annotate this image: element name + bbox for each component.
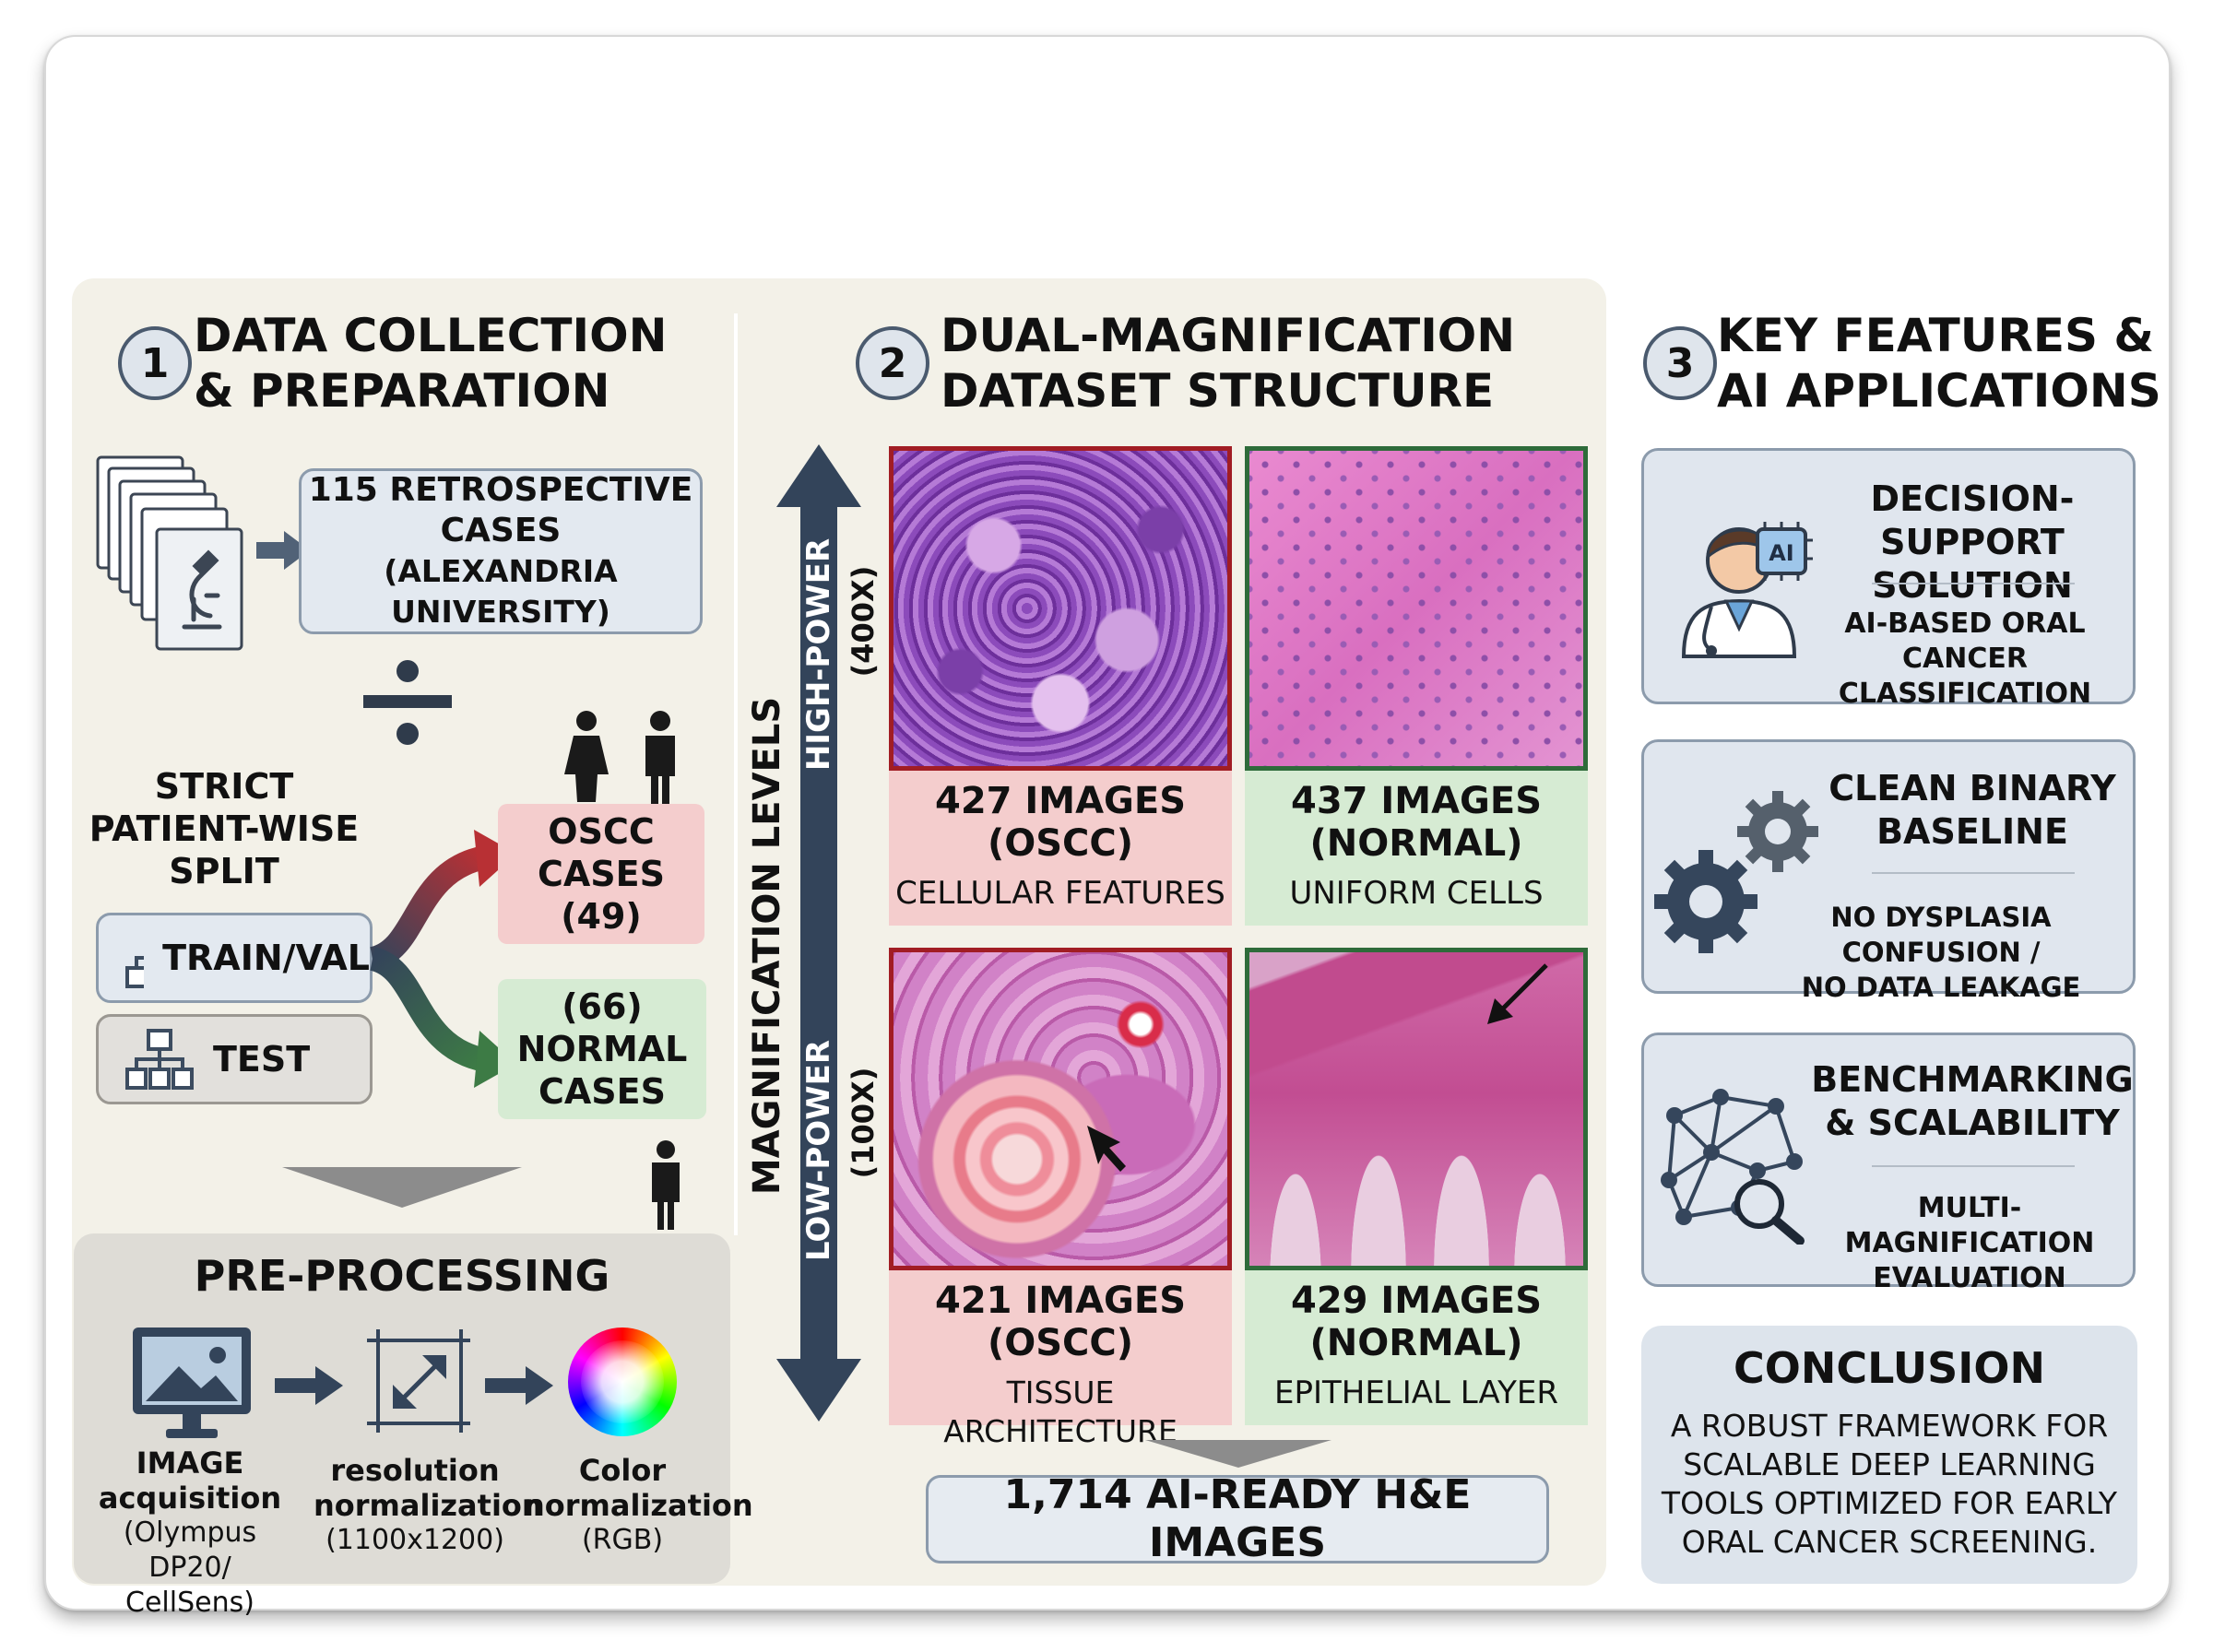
normal-low-caption: 429 IMAGES (NORMAL) EPITHELIAL LAYER — [1273, 1280, 1559, 1411]
oscc-low-caption: 421 IMAGES (OSCC) TISSUE ARCHITECTURE — [934, 1280, 1187, 1449]
section-2-number: 2 — [856, 326, 929, 400]
divide-icon — [363, 660, 452, 745]
section-1-title: DATA COLLECTION & PREPARATION — [194, 309, 668, 418]
patient-split-label: STRICT PATIENT-WISE SPLIT — [89, 766, 360, 891]
patient-icon — [652, 1140, 680, 1230]
feature-2-subtitle: NO DYSPLASIA CONFUSION / NO DATA LEAKAGE — [1801, 902, 2081, 1003]
step-resolution-normalization: resolution normalization (1100x1200) — [314, 1453, 543, 1556]
normal-high-power-image — [1245, 446, 1588, 771]
low-power-label: LOW-POWER — [800, 1039, 837, 1262]
arrow-right-icon — [275, 1366, 343, 1405]
test-box: TEST — [96, 1014, 373, 1104]
caption-bg-normal-high — [1245, 769, 1588, 926]
oscc-high-power-image — [889, 446, 1232, 771]
feature-benchmarking — [1641, 1032, 2136, 1287]
preprocessing-title: PRE-PROCESSING — [194, 1251, 610, 1301]
feature-2-separator — [1872, 872, 2075, 874]
section-3-title: KEY FEATURES & AI APPLICATIONS — [1717, 309, 2161, 418]
pointer-arrow-icon — [1087, 1126, 1126, 1172]
doctor-ai-icon: AI — [1681, 522, 1813, 658]
section-3-number: 3 — [1643, 326, 1717, 400]
feature-1-title: DECISION-SUPPORT SOLUTION — [1870, 478, 2075, 606]
feature-3-subtitle: MULTI-MAGNIFICATION EVALUATION — [1844, 1192, 2095, 1294]
flow-down-arrow — [282, 1167, 522, 1208]
color-wheel-icon — [568, 1328, 677, 1436]
split-arrows — [369, 830, 516, 1088]
feature-1-separator — [1872, 583, 2075, 584]
epithelium-pointer-arrow — [1487, 963, 1548, 1024]
high-zoom-label: (400X) — [846, 565, 881, 678]
section-1-number: 1 — [118, 326, 192, 400]
patients-icon — [564, 711, 675, 804]
gears-icon — [1654, 791, 1818, 953]
magnification-axis-arrow — [776, 444, 861, 1422]
high-power-label: HIGH-POWER — [800, 537, 837, 772]
feature-2-title: CLEAN BINARY BASELINE — [1828, 768, 2116, 852]
arrow-right-icon — [256, 531, 310, 570]
section-2-title: DUAL-MAGNIFICATION DATASET STRUCTURE — [941, 309, 1516, 418]
conclusion-title: CONCLUSION — [1734, 1343, 2045, 1393]
retrospective-cases-box: 115 RETROSPECTIVE CASES (ALEXANDRIA UNIV… — [299, 468, 703, 634]
section-divider — [734, 313, 738, 1235]
feature-clean-baseline — [1641, 739, 2136, 994]
normal-cases-box: (66) NORMAL CASES — [498, 979, 706, 1119]
arrow-right-icon — [485, 1366, 553, 1405]
oscc-low-power-image — [889, 948, 1232, 1270]
conclusion-text: A ROBUST FRAMEWORK FOR SCALABLE DEEP LEA… — [1661, 1408, 2118, 1560]
flow-down-arrow — [1145, 1440, 1331, 1468]
svg-text:AI: AI — [1769, 540, 1794, 566]
case-documents-icon — [96, 455, 243, 651]
caption-bg-oscc-high — [889, 769, 1232, 926]
hierarchy-icon — [125, 1029, 194, 1090]
feature-3-separator — [1872, 1165, 2075, 1167]
caption-bg-oscc-low — [889, 1267, 1232, 1425]
step-image-acquisition: IMAGE acquisition (Olympus DP20/ CellSen… — [98, 1446, 282, 1619]
network-icon — [1661, 1089, 1805, 1245]
low-zoom-label: (100X) — [846, 1067, 881, 1179]
normal-high-caption: 437 IMAGES (NORMAL) UNIFORM CELLS — [1289, 780, 1544, 912]
feature-3-title: BENCHMARKING & SCALABILITY — [1811, 1059, 2134, 1143]
feature-1-subtitle: AI-BASED ORAL CANCER CLASSIFICATION — [1838, 608, 2092, 710]
oscc-cases-box: OSCC CASES (49) — [498, 804, 704, 944]
resize-icon — [367, 1329, 470, 1433]
magnification-levels-label: MAGNIFICATION LEVELS — [746, 696, 788, 1196]
step-color-normalization: Color normalization (RGB) — [524, 1453, 753, 1556]
caption-bg-normal-low — [1245, 1267, 1588, 1425]
total-images-box: 1,714 AI-READY H&E IMAGES — [926, 1471, 1549, 1566]
train-val-box: TRAIN/VAL — [96, 913, 373, 1003]
normal-low-power-image — [1245, 948, 1588, 1270]
hierarchy-icon — [125, 956, 145, 988]
oscc-high-caption: 427 IMAGES (OSCC) CELLULAR FEATURES — [895, 780, 1225, 912]
conclusion-box — [1641, 1326, 2137, 1584]
monitor-image-icon — [133, 1328, 251, 1438]
